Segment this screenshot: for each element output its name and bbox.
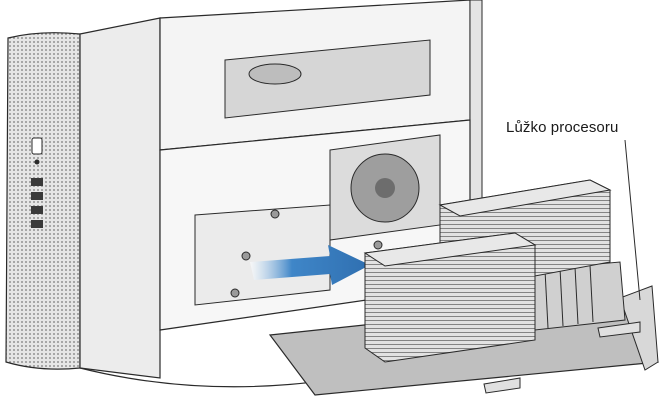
fan-icon — [248, 63, 302, 85]
processor-tray — [268, 179, 659, 396]
heatsink-icon — [363, 232, 537, 363]
callout-label: Lůžko procesoru — [506, 119, 619, 136]
fan-icon — [329, 134, 441, 241]
front-ports — [31, 137, 43, 228]
callout-leader — [624, 139, 641, 301]
arrow-right-icon — [250, 245, 370, 285]
